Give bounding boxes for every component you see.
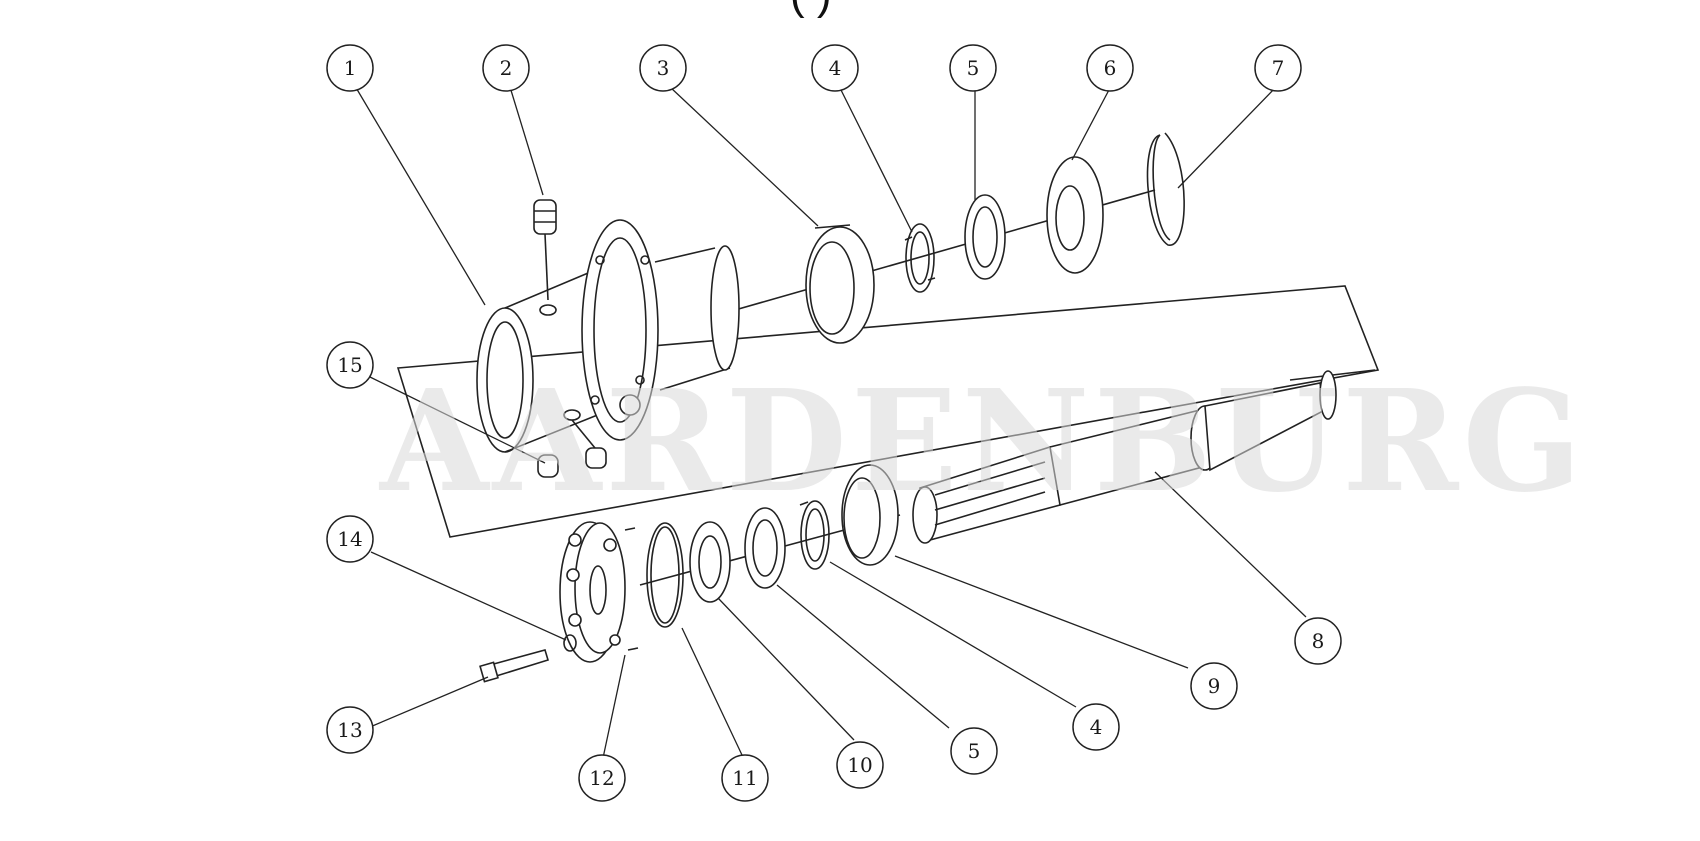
callout-12: 12 bbox=[578, 754, 626, 802]
callouts: 1 2 3 4 5 6 7 bbox=[326, 44, 1342, 802]
part-8-splined-shaft bbox=[912, 370, 1337, 544]
callout-10: 10 bbox=[836, 741, 884, 789]
part-13-bolt bbox=[479, 649, 549, 683]
callout-6: 6 bbox=[1086, 44, 1134, 92]
callout-label: 13 bbox=[337, 718, 362, 742]
callout-13: 13 bbox=[326, 706, 374, 754]
callout-label: 3 bbox=[657, 56, 670, 80]
callout-5-lower: 5 bbox=[950, 727, 998, 775]
part-2-breather bbox=[533, 199, 557, 316]
callout-14: 14 bbox=[326, 515, 374, 563]
part-6-seal-cover bbox=[1046, 156, 1104, 274]
part-4-lower-lockwasher bbox=[799, 500, 830, 570]
callout-1: 1 bbox=[326, 44, 374, 92]
part-11-o-ring bbox=[646, 522, 684, 628]
watermark: AARDENBURG bbox=[378, 360, 1586, 524]
callout-label: 7 bbox=[1272, 56, 1285, 80]
callout-4-lower: 4 bbox=[1072, 703, 1120, 751]
part-15-plugs bbox=[537, 419, 607, 478]
part-10-seal bbox=[689, 521, 731, 603]
part-1-housing bbox=[476, 219, 740, 453]
callout-11: 11 bbox=[721, 754, 769, 802]
callout-label: 14 bbox=[337, 527, 362, 551]
callout-2: 2 bbox=[482, 44, 530, 92]
callout-7: 7 bbox=[1254, 44, 1302, 92]
callout-label: 11 bbox=[732, 766, 757, 790]
assembly-frame bbox=[396, 285, 1380, 538]
part-3-bearing bbox=[805, 224, 875, 344]
callout-4-upper: 4 bbox=[811, 44, 859, 92]
part-7-snap-ring bbox=[1146, 132, 1185, 246]
callout-label: 12 bbox=[589, 766, 614, 790]
callout-3: 3 bbox=[639, 44, 687, 92]
part-12-end-cover bbox=[559, 521, 639, 663]
callout-label: 15 bbox=[337, 353, 362, 377]
cropped-title-fragment: ( ) bbox=[790, 0, 832, 20]
callout-label: 9 bbox=[1208, 674, 1221, 698]
callout-label: 5 bbox=[968, 739, 981, 763]
callout-label: 1 bbox=[344, 56, 357, 80]
callout-label: 2 bbox=[500, 56, 513, 80]
leader-lines bbox=[354, 85, 1307, 759]
part-9-bearing bbox=[841, 464, 899, 566]
part-14-washer bbox=[563, 634, 577, 652]
callout-label: 4 bbox=[829, 56, 842, 80]
callout-9: 9 bbox=[1190, 662, 1238, 710]
callout-label: 8 bbox=[1312, 629, 1325, 653]
part-5-lower-nut bbox=[744, 507, 786, 589]
callout-label: 4 bbox=[1090, 715, 1103, 739]
callout-label: 5 bbox=[967, 56, 980, 80]
callout-15: 15 bbox=[326, 341, 374, 389]
part-4-upper-lockwasher bbox=[904, 223, 936, 293]
callout-5-upper: 5 bbox=[949, 44, 997, 92]
callout-8: 8 bbox=[1294, 617, 1342, 665]
part-5-upper-nut bbox=[964, 194, 1006, 280]
callout-label: 10 bbox=[847, 753, 872, 777]
callout-label: 6 bbox=[1104, 56, 1117, 80]
